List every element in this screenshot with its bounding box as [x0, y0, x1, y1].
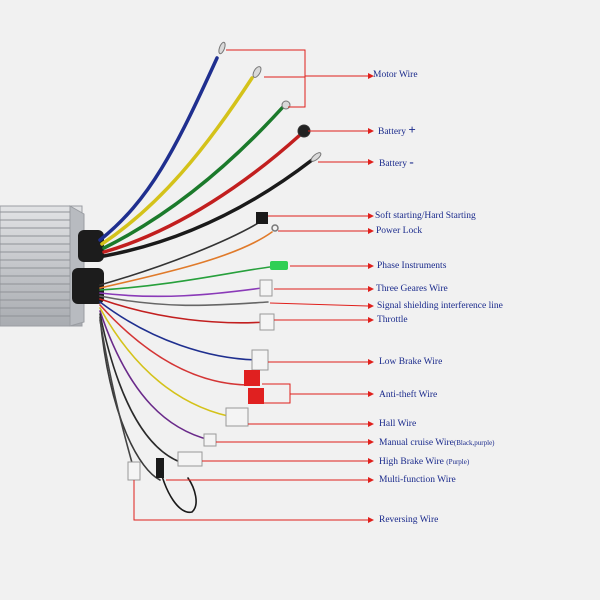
- battery-wire-black: [102, 158, 314, 258]
- connector-anti-theft-2: [248, 388, 264, 404]
- label-throttle: Throttle: [377, 315, 408, 325]
- battery-minus-sign: -: [409, 154, 414, 169]
- wire-hall: [99, 307, 239, 419]
- motor-wire-yellow: [100, 76, 254, 246]
- label-three-gears: Three Geares Wire: [376, 284, 448, 294]
- connector-gears: [259, 279, 273, 297]
- label-motor-wire: Motor Wire: [373, 70, 418, 80]
- leader-anti-theft: [262, 383, 368, 404]
- terminal-yellow: [252, 66, 262, 78]
- terminal-black: [310, 152, 322, 162]
- connectors: [127, 212, 288, 481]
- leader-reversing: [133, 480, 368, 521]
- label-multi-function: Multi-function Wire: [379, 475, 456, 485]
- wire-loop: [157, 459, 197, 513]
- battery-plus-sign: +: [408, 122, 416, 137]
- leader-shield: [269, 302, 369, 307]
- label-high-brake: High Brake Wire (Purple): [379, 456, 469, 468]
- battery-minus-text: Battery: [379, 159, 407, 169]
- wire-anti-theft: [99, 304, 251, 386]
- motor-wire-green: [102, 106, 284, 250]
- label-battery-minus: Battery -: [379, 154, 414, 170]
- wire-high-brake: [99, 313, 181, 463]
- label-manual-cruise: Manual cruise Wire(Black,purple): [379, 437, 495, 449]
- label-power-lock: Power Lock: [376, 226, 423, 236]
- connector-low-brake: [251, 349, 269, 371]
- label-anti-theft: Anti-theft Wire: [379, 390, 438, 400]
- label-soft-starting: Soft starting/Hard Starting: [375, 211, 476, 221]
- wire-power-lock: [99, 231, 273, 289]
- label-hall-wire: Hall Wire: [379, 419, 417, 429]
- leader-lines: [133, 49, 369, 521]
- housing-fins: [0, 211, 70, 317]
- leader-arrowheads: [368, 73, 374, 523]
- label-battery-plus: Battery +: [378, 122, 416, 138]
- high-brake-note: (Purple): [446, 458, 470, 466]
- connector-hall: [225, 407, 249, 427]
- wire-reversing: [99, 319, 135, 471]
- connector-throttle: [259, 313, 275, 331]
- cable-gland-top: [78, 230, 104, 262]
- manual-cruise-note: (Black,purple): [453, 439, 495, 447]
- manual-cruise-text: Manual cruise Wire: [379, 438, 454, 448]
- label-phase-instruments: Phase Instruments: [377, 261, 447, 271]
- motor-wire-blue: [98, 56, 219, 242]
- wire-terminals: [218, 41, 322, 162]
- wire-low-brake: [99, 301, 263, 361]
- wire-gears: [99, 287, 263, 298]
- connector-anti-theft-1: [244, 370, 260, 386]
- connector-phase: [270, 261, 288, 270]
- wire-multi: [99, 316, 161, 481]
- leader-motor: [226, 49, 368, 108]
- connector-reversing: [127, 461, 141, 481]
- connector-multi: [156, 458, 164, 478]
- connector-power-lock: [271, 224, 279, 232]
- wire-phase: [99, 265, 279, 291]
- terminal-blue: [218, 41, 226, 55]
- cable-gland-bottom: [72, 268, 104, 304]
- label-reversing: Reversing Wire: [379, 515, 439, 525]
- battery-plus-text: Battery: [378, 127, 406, 137]
- terminal-green: [281, 100, 291, 110]
- signal-wires: [99, 221, 279, 513]
- wire-shield: [99, 295, 269, 307]
- connector-soft-start: [256, 212, 268, 224]
- label-signal-shielding: Signal shielding interference line: [377, 301, 503, 311]
- wire-throttle: [99, 298, 267, 324]
- power-wires: [98, 56, 314, 258]
- high-brake-text: High Brake Wire: [379, 457, 444, 467]
- controller-housing: [0, 205, 104, 327]
- battery-wire-red: [102, 133, 302, 254]
- label-low-brake: Low Brake Wire: [379, 357, 443, 367]
- connector-high-brake: [177, 451, 203, 467]
- wire-soft-start: [99, 221, 261, 286]
- connector-cruise: [203, 433, 217, 447]
- wire-cruise: [99, 310, 211, 441]
